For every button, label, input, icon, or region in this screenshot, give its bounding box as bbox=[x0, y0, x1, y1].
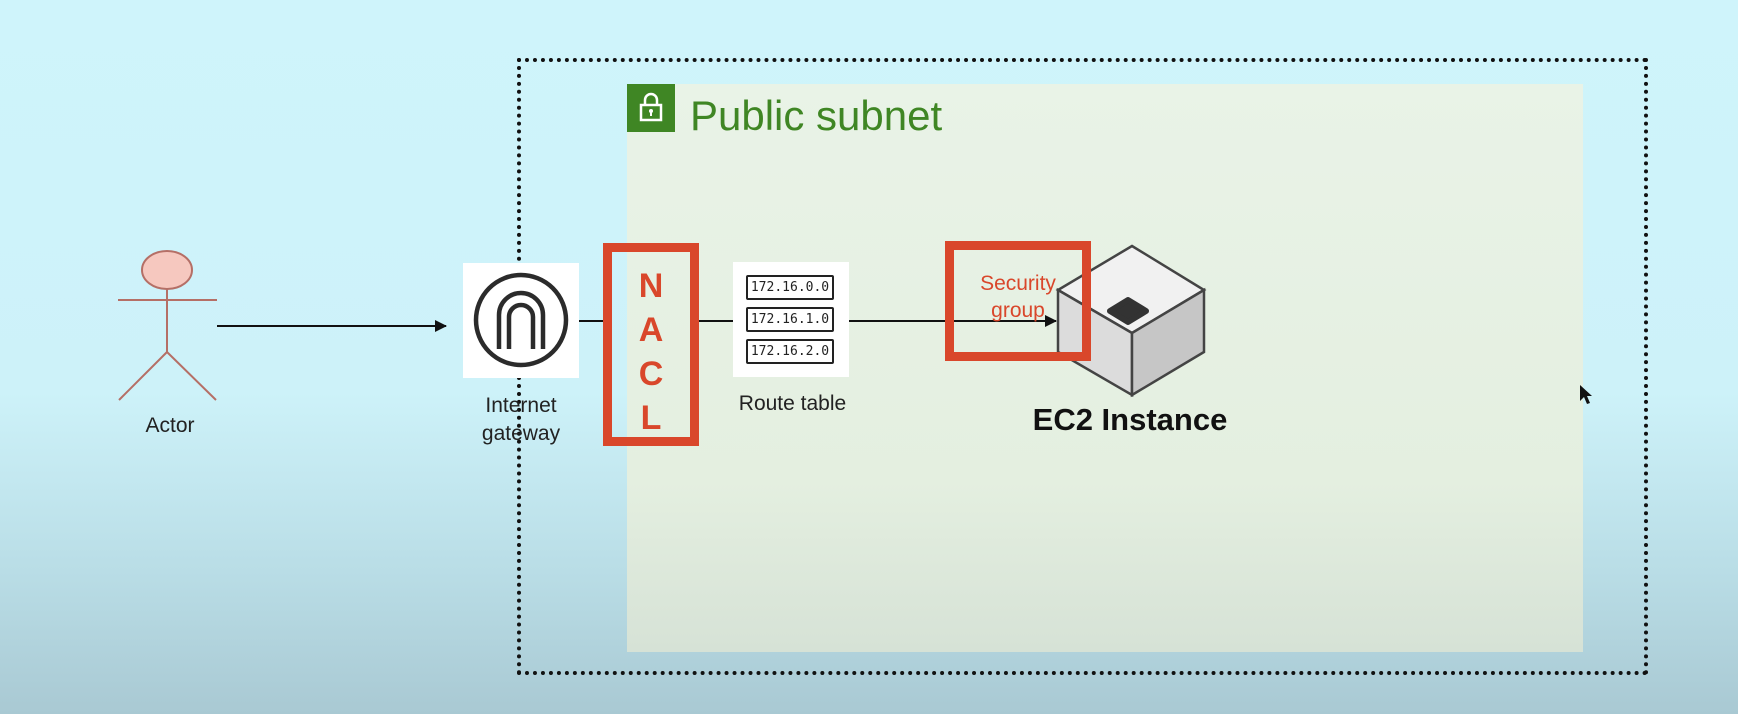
route-entry: 172.16.1.0 bbox=[746, 307, 834, 332]
stick-figure-icon bbox=[118, 250, 217, 401]
nacl-box: N A C L bbox=[603, 243, 699, 446]
security-group-box: Security group bbox=[945, 241, 1091, 361]
nacl-letter-c: C bbox=[638, 355, 664, 393]
nacl-letter-a: A bbox=[638, 311, 664, 349]
nacl-letter-n: N bbox=[638, 267, 664, 305]
actor-label: Actor bbox=[145, 414, 195, 437]
ec2-cube-icon bbox=[1055, 244, 1207, 398]
lock-icon bbox=[627, 84, 675, 132]
mouse-cursor-icon bbox=[1580, 385, 1592, 404]
internet-gateway-label: Internet gateway bbox=[481, 394, 561, 445]
internet-gateway-arch-icon bbox=[473, 272, 569, 368]
route-entry: 172.16.0.0 bbox=[746, 275, 834, 300]
ec2-instance-label: EC2 Instance bbox=[1032, 402, 1228, 437]
route-table-node: 172.16.0.0 172.16.1.0 172.16.2.0 bbox=[733, 262, 849, 377]
route-table-label: Route table bbox=[738, 392, 847, 415]
security-group-label: Security group bbox=[980, 272, 1056, 322]
nacl-letter-l: L bbox=[640, 399, 662, 437]
route-entry: 172.16.2.0 bbox=[746, 339, 834, 364]
subnet-title: Public subnet bbox=[690, 92, 943, 139]
internet-gateway-node bbox=[463, 263, 579, 378]
